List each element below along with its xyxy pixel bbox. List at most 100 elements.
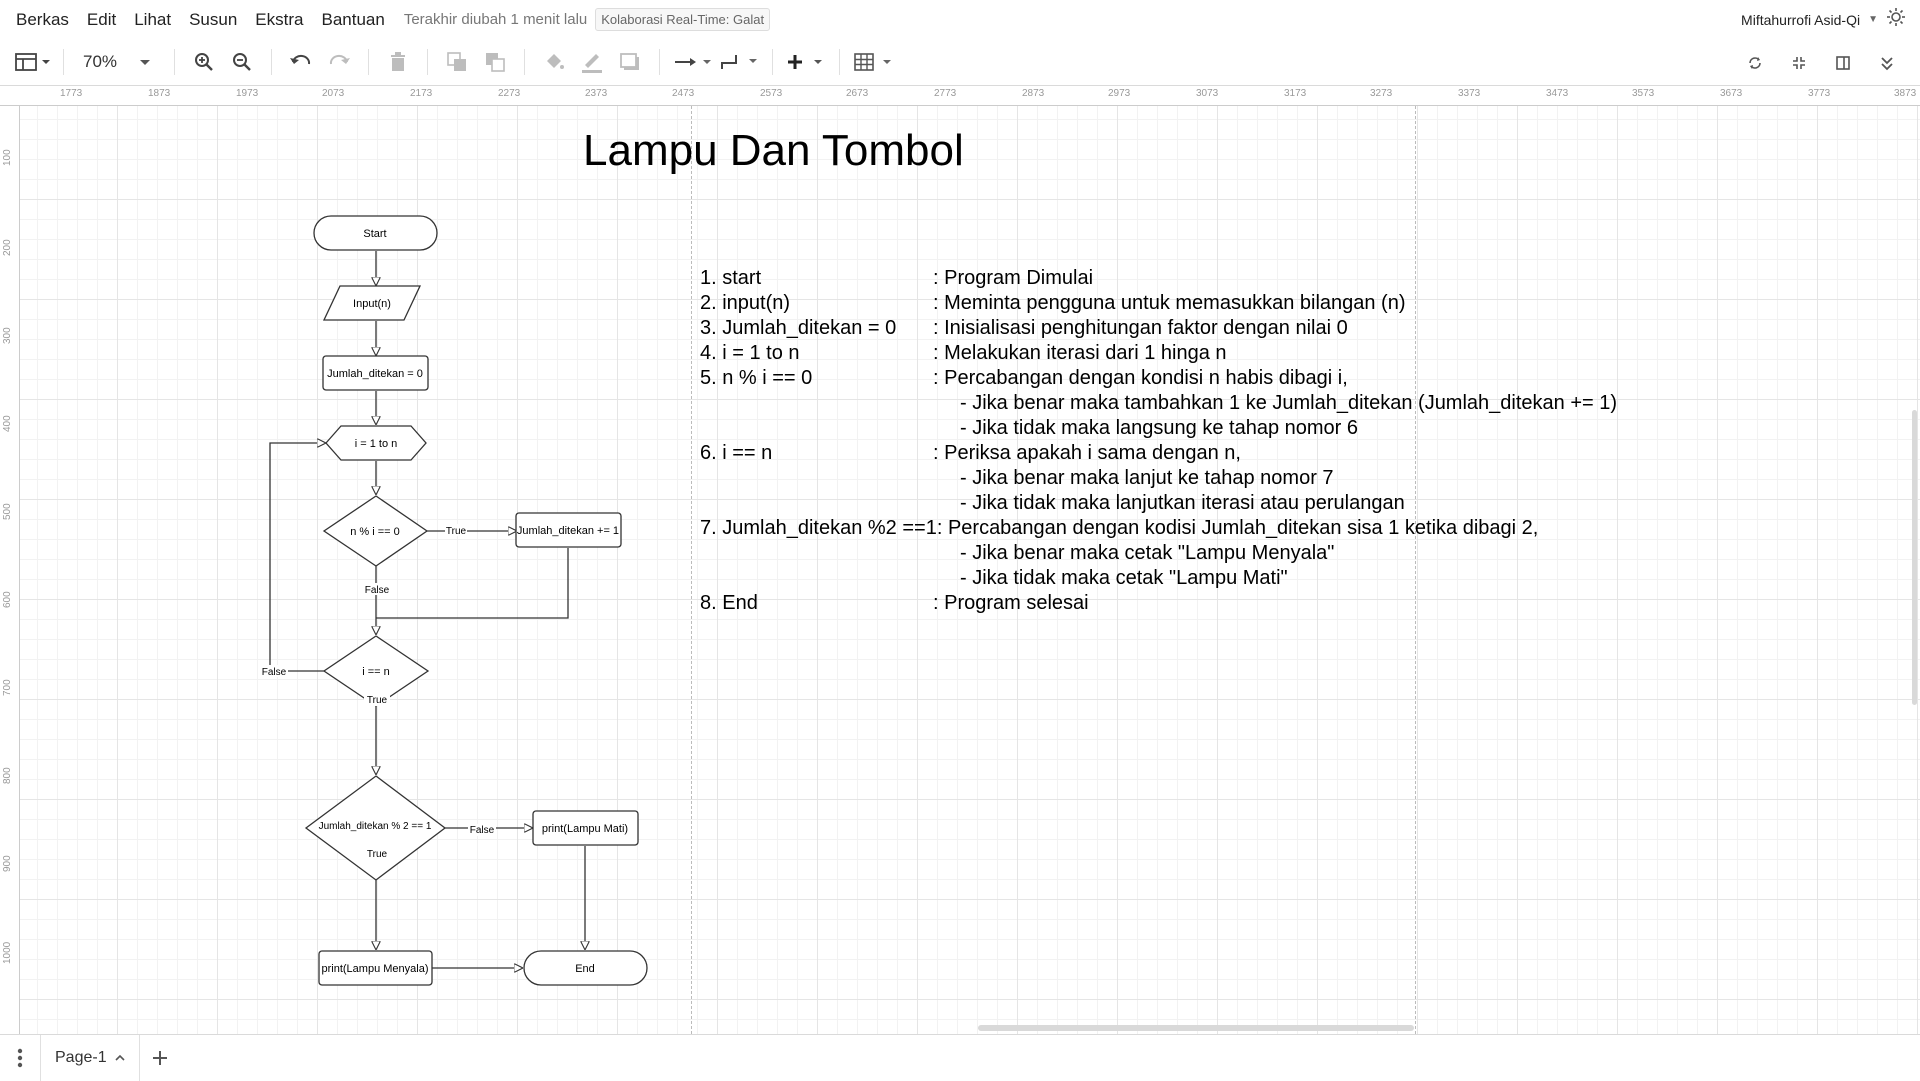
separator bbox=[368, 49, 369, 75]
ruler-label: 600 bbox=[2, 591, 13, 608]
zoom-dropdown-icon[interactable] bbox=[129, 46, 161, 78]
menu-edit[interactable]: Edit bbox=[86, 10, 117, 29]
print-on-text: print(Lampu Menyala) bbox=[322, 963, 429, 975]
delete-button[interactable] bbox=[382, 46, 414, 78]
ruler-label: 2373 bbox=[585, 88, 608, 99]
flowchart: Start Input(n) Jumlah_ditekan = 0 i = 1 … bbox=[260, 215, 648, 986]
label-bg bbox=[364, 848, 390, 860]
diagram-title[interactable]: Lampu Dan Tombol bbox=[583, 126, 964, 175]
edge-label-last-false: False bbox=[262, 667, 287, 678]
ruler-label: 1000 bbox=[2, 941, 13, 964]
loop-hexagon[interactable] bbox=[325, 425, 427, 461]
step-full-line: 7. Jumlah_ditekan %2 ==1: Percabangan de… bbox=[700, 517, 1539, 539]
toolbar: 70% bbox=[0, 39, 1920, 86]
loop-text: i = 1 to n bbox=[355, 438, 398, 450]
label-bg bbox=[362, 583, 390, 595]
page-break-line bbox=[1415, 106, 1416, 1034]
flow-edge-labels: True False False True False True bbox=[260, 524, 496, 860]
end-terminator[interactable] bbox=[523, 950, 648, 986]
parity-decision[interactable] bbox=[304, 775, 447, 881]
pencil-icon bbox=[582, 54, 602, 73]
chevron-up-icon[interactable] bbox=[115, 1054, 125, 1062]
ruler-label: 700 bbox=[2, 679, 13, 696]
init-process[interactable] bbox=[322, 355, 429, 391]
ruler-label: 3573 bbox=[1632, 88, 1655, 99]
mod-decision[interactable] bbox=[322, 495, 429, 567]
edge-label-last-true: True bbox=[367, 695, 388, 706]
theme-toggle-icon[interactable] bbox=[1886, 7, 1906, 32]
step-sub-description: - Jika benar maka cetak "Lampu Menyala" bbox=[960, 542, 1335, 564]
ruler-label: 100 bbox=[2, 149, 13, 166]
end-text: End bbox=[575, 963, 595, 975]
ruler-label: 1973 bbox=[236, 88, 259, 99]
input-parallelogram[interactable] bbox=[322, 285, 422, 321]
zoom-out-icon bbox=[233, 53, 251, 71]
step-sub-description: - Jika benar maka tambahkan 1 ke Jumlah_… bbox=[960, 392, 1618, 414]
menu-ekstra[interactable]: Ekstra bbox=[255, 10, 304, 29]
step-name: 1. start bbox=[700, 267, 762, 289]
user-caret-icon[interactable]: ▼ bbox=[1868, 14, 1878, 25]
last-edit-status[interactable]: Terakhir diubah 1 menit lalu bbox=[403, 11, 588, 28]
shadow-button[interactable] bbox=[614, 46, 646, 78]
diagram-canvas[interactable]: Lampu Dan Tombol bbox=[20, 106, 1920, 1034]
start-terminator[interactable] bbox=[313, 215, 438, 251]
zoom-in-button[interactable] bbox=[188, 46, 220, 78]
label-bg bbox=[260, 665, 288, 677]
ruler-label: 3673 bbox=[1720, 88, 1743, 99]
edge-label-mod-true: True bbox=[446, 526, 467, 537]
format-panel-button[interactable] bbox=[14, 46, 50, 78]
edge-increment-back bbox=[376, 548, 569, 619]
label-bg bbox=[445, 524, 467, 536]
user-name[interactable]: Miftahurrofi Asid-Qi bbox=[1741, 11, 1861, 28]
separator bbox=[271, 49, 272, 75]
horizontal-scrollbar[interactable] bbox=[978, 1025, 1414, 1031]
collab-status-badge[interactable]: Kolaborasi Real-Time: Galat bbox=[595, 8, 771, 31]
increment-process[interactable] bbox=[515, 512, 622, 548]
menu-bantuan[interactable]: Bantuan bbox=[321, 10, 385, 29]
step-sub-description: - Jika tidak maka langsung ke tahap nomo… bbox=[960, 417, 1358, 439]
ruler-label: 500 bbox=[2, 503, 13, 520]
format-sidebar-icon[interactable] bbox=[1827, 47, 1859, 79]
to-back-icon bbox=[486, 53, 505, 72]
to-back-button[interactable] bbox=[479, 46, 511, 78]
page-tab-1[interactable]: Page-1 bbox=[40, 1034, 140, 1081]
ruler-label: 2673 bbox=[846, 88, 869, 99]
table-button[interactable] bbox=[853, 46, 895, 78]
line-color-button[interactable] bbox=[576, 46, 608, 78]
sync-icon[interactable] bbox=[1739, 47, 1771, 79]
waypoints-button[interactable] bbox=[719, 46, 759, 78]
vertical-scrollbar[interactable] bbox=[1912, 410, 1917, 705]
ruler-label: 3173 bbox=[1284, 88, 1307, 99]
step-description: : Program selesai bbox=[933, 592, 1089, 614]
connection-style-button[interactable] bbox=[673, 46, 713, 78]
menu-susun[interactable]: Susun bbox=[189, 10, 238, 29]
ruler-label: 200 bbox=[2, 239, 13, 256]
to-front-button[interactable] bbox=[441, 46, 473, 78]
separator bbox=[174, 49, 175, 75]
ruler-top: 1773 1873 1973 2073 2173 2273 2373 2473 … bbox=[0, 86, 1920, 106]
collapse-chevrons-icon[interactable] bbox=[1871, 47, 1903, 79]
step-sub-description: - Jika tidak maka lanjutkan iterasi atau… bbox=[960, 492, 1405, 514]
zoom-out-button[interactable] bbox=[226, 46, 258, 78]
ruler-label: 2773 bbox=[934, 88, 957, 99]
menu-berkas[interactable]: Berkas bbox=[16, 10, 69, 29]
print-off-process[interactable] bbox=[532, 810, 639, 846]
undo-button[interactable] bbox=[285, 46, 317, 78]
last-text: i == n bbox=[362, 666, 390, 678]
add-page-button[interactable] bbox=[140, 1035, 180, 1081]
step-name: 2. input(n) bbox=[700, 292, 791, 314]
menu-lihat[interactable]: Lihat bbox=[134, 10, 172, 29]
pages-menu-button[interactable] bbox=[0, 1035, 40, 1081]
zoom-level[interactable]: 70% bbox=[82, 52, 118, 71]
ruler-label: 3773 bbox=[1808, 88, 1831, 99]
zoom-in-icon bbox=[195, 53, 213, 71]
insert-button[interactable] bbox=[786, 46, 826, 78]
ruler-label: 2573 bbox=[760, 88, 783, 99]
redo-button[interactable] bbox=[323, 46, 355, 78]
print-on-process[interactable] bbox=[318, 950, 433, 986]
edge-label-parity-true: True bbox=[367, 849, 388, 860]
fill-color-button[interactable] bbox=[538, 46, 570, 78]
fullscreen-icon[interactable] bbox=[1783, 47, 1815, 79]
separator bbox=[839, 49, 840, 75]
page-bar: Page-1 bbox=[0, 1034, 1920, 1081]
